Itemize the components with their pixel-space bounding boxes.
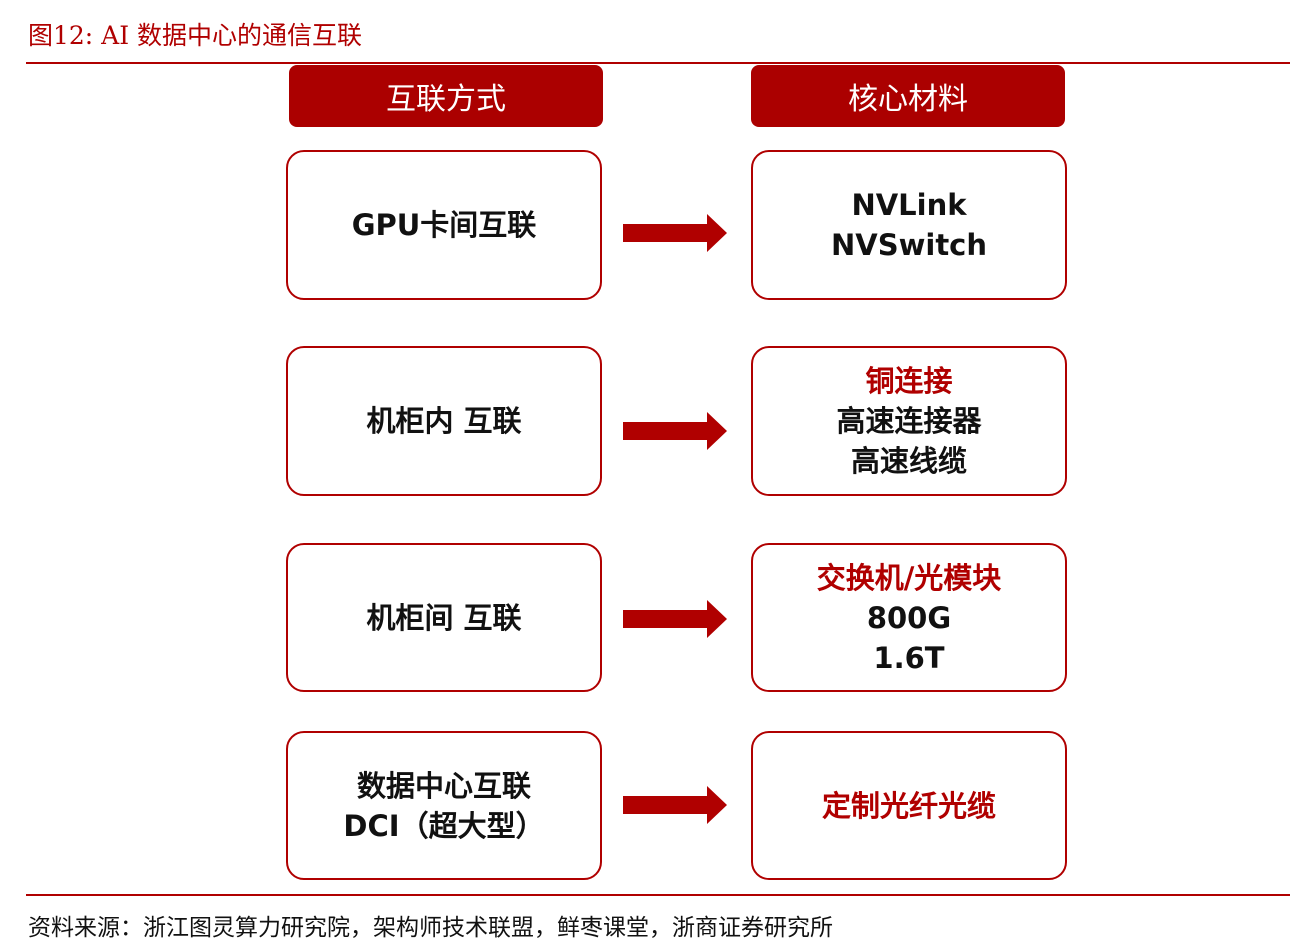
header-core-material: 核心材料 [751,65,1065,127]
material-label: 交换机/光模块 [816,560,1002,595]
figure-title: 图12: AI 数据中心的通信互联 [28,21,363,50]
core-material-box: 定制光纤光缆 [751,731,1067,880]
source-note: 资料来源：浙江图灵算力研究院，架构师技术联盟，鲜枣课堂，浙商证券研究所 [28,915,833,941]
material-label: NVLink [851,188,967,222]
interconnect-method-box: GPU卡间互联 [286,150,602,300]
interconnect-method-box: 机柜内 互联 [286,346,602,496]
material-label: 铜连接 [865,364,953,398]
core-material-box: 铜连接高速连接器高速线缆 [751,346,1067,496]
top-divider [26,62,1290,64]
method-label: GPU卡间互联 [351,208,537,242]
material-label: 定制光纤光缆 [821,788,996,823]
right-arrow-icon [623,412,727,450]
interconnect-method-box: 机柜间 互联 [286,543,602,692]
method-label: 数据中心互联 [356,768,531,803]
method-label: 机柜内 互联 [366,404,522,438]
method-label: 机柜间 互联 [366,600,522,635]
right-arrow-icon [623,786,727,824]
material-label: NVSwitch [830,228,988,262]
material-label: 高速连接器 [836,404,982,438]
right-arrow-icon [623,600,727,638]
material-label: 高速线缆 [850,444,967,478]
interconnect-method-box: 数据中心互联 DCI（超大型） [286,731,602,880]
bottom-divider [26,894,1290,896]
right-arrow-icon [623,214,727,252]
core-material-box: 交换机/光模块 800G 1.6T [751,543,1067,692]
header-interconnect-method: 互联方式 [289,65,603,127]
material-label: 1.6T [873,640,945,675]
method-label: DCI（超大型） [343,808,545,843]
material-label: 800G [866,600,952,635]
